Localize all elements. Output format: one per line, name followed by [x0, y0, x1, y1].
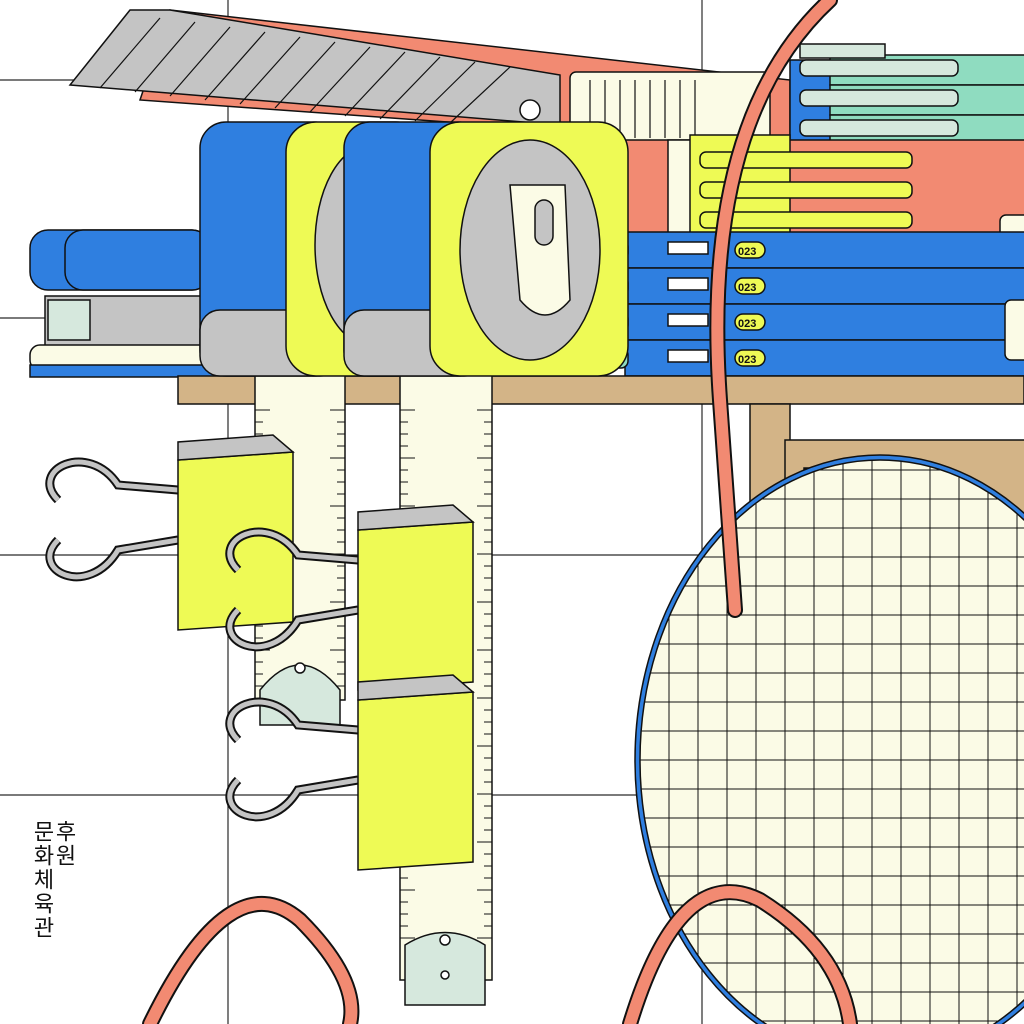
binder-clips — [45, 434, 475, 871]
tape-measure-right — [343, 121, 629, 1006]
folder-stack — [597, 231, 1024, 377]
folder-label-2: 023 — [738, 282, 756, 294]
folder-label-3: 023 — [738, 318, 756, 330]
sponsor-caption-part1: 후원 — [51, 820, 76, 868]
binder-stack-middle — [619, 134, 1024, 261]
binder-clip — [225, 674, 475, 871]
utility-knife — [68, 9, 791, 143]
sponsor-caption-part2: 문화체육관 — [29, 820, 54, 940]
mesh-racket — [634, 454, 1024, 1024]
folder-label-4: 023 — [738, 354, 756, 366]
binder-stack-top — [789, 43, 1024, 151]
stapler — [29, 229, 221, 378]
sponsor-caption: 후원 문화체육관 — [29, 820, 76, 1024]
rubber-cords-fill — [144, 0, 856, 1024]
binder-clip — [225, 504, 475, 691]
knife-blade — [68, 9, 561, 126]
folder-labels: 023 023 023 023 — [738, 246, 756, 366]
folder-label-1: 023 — [738, 246, 756, 258]
